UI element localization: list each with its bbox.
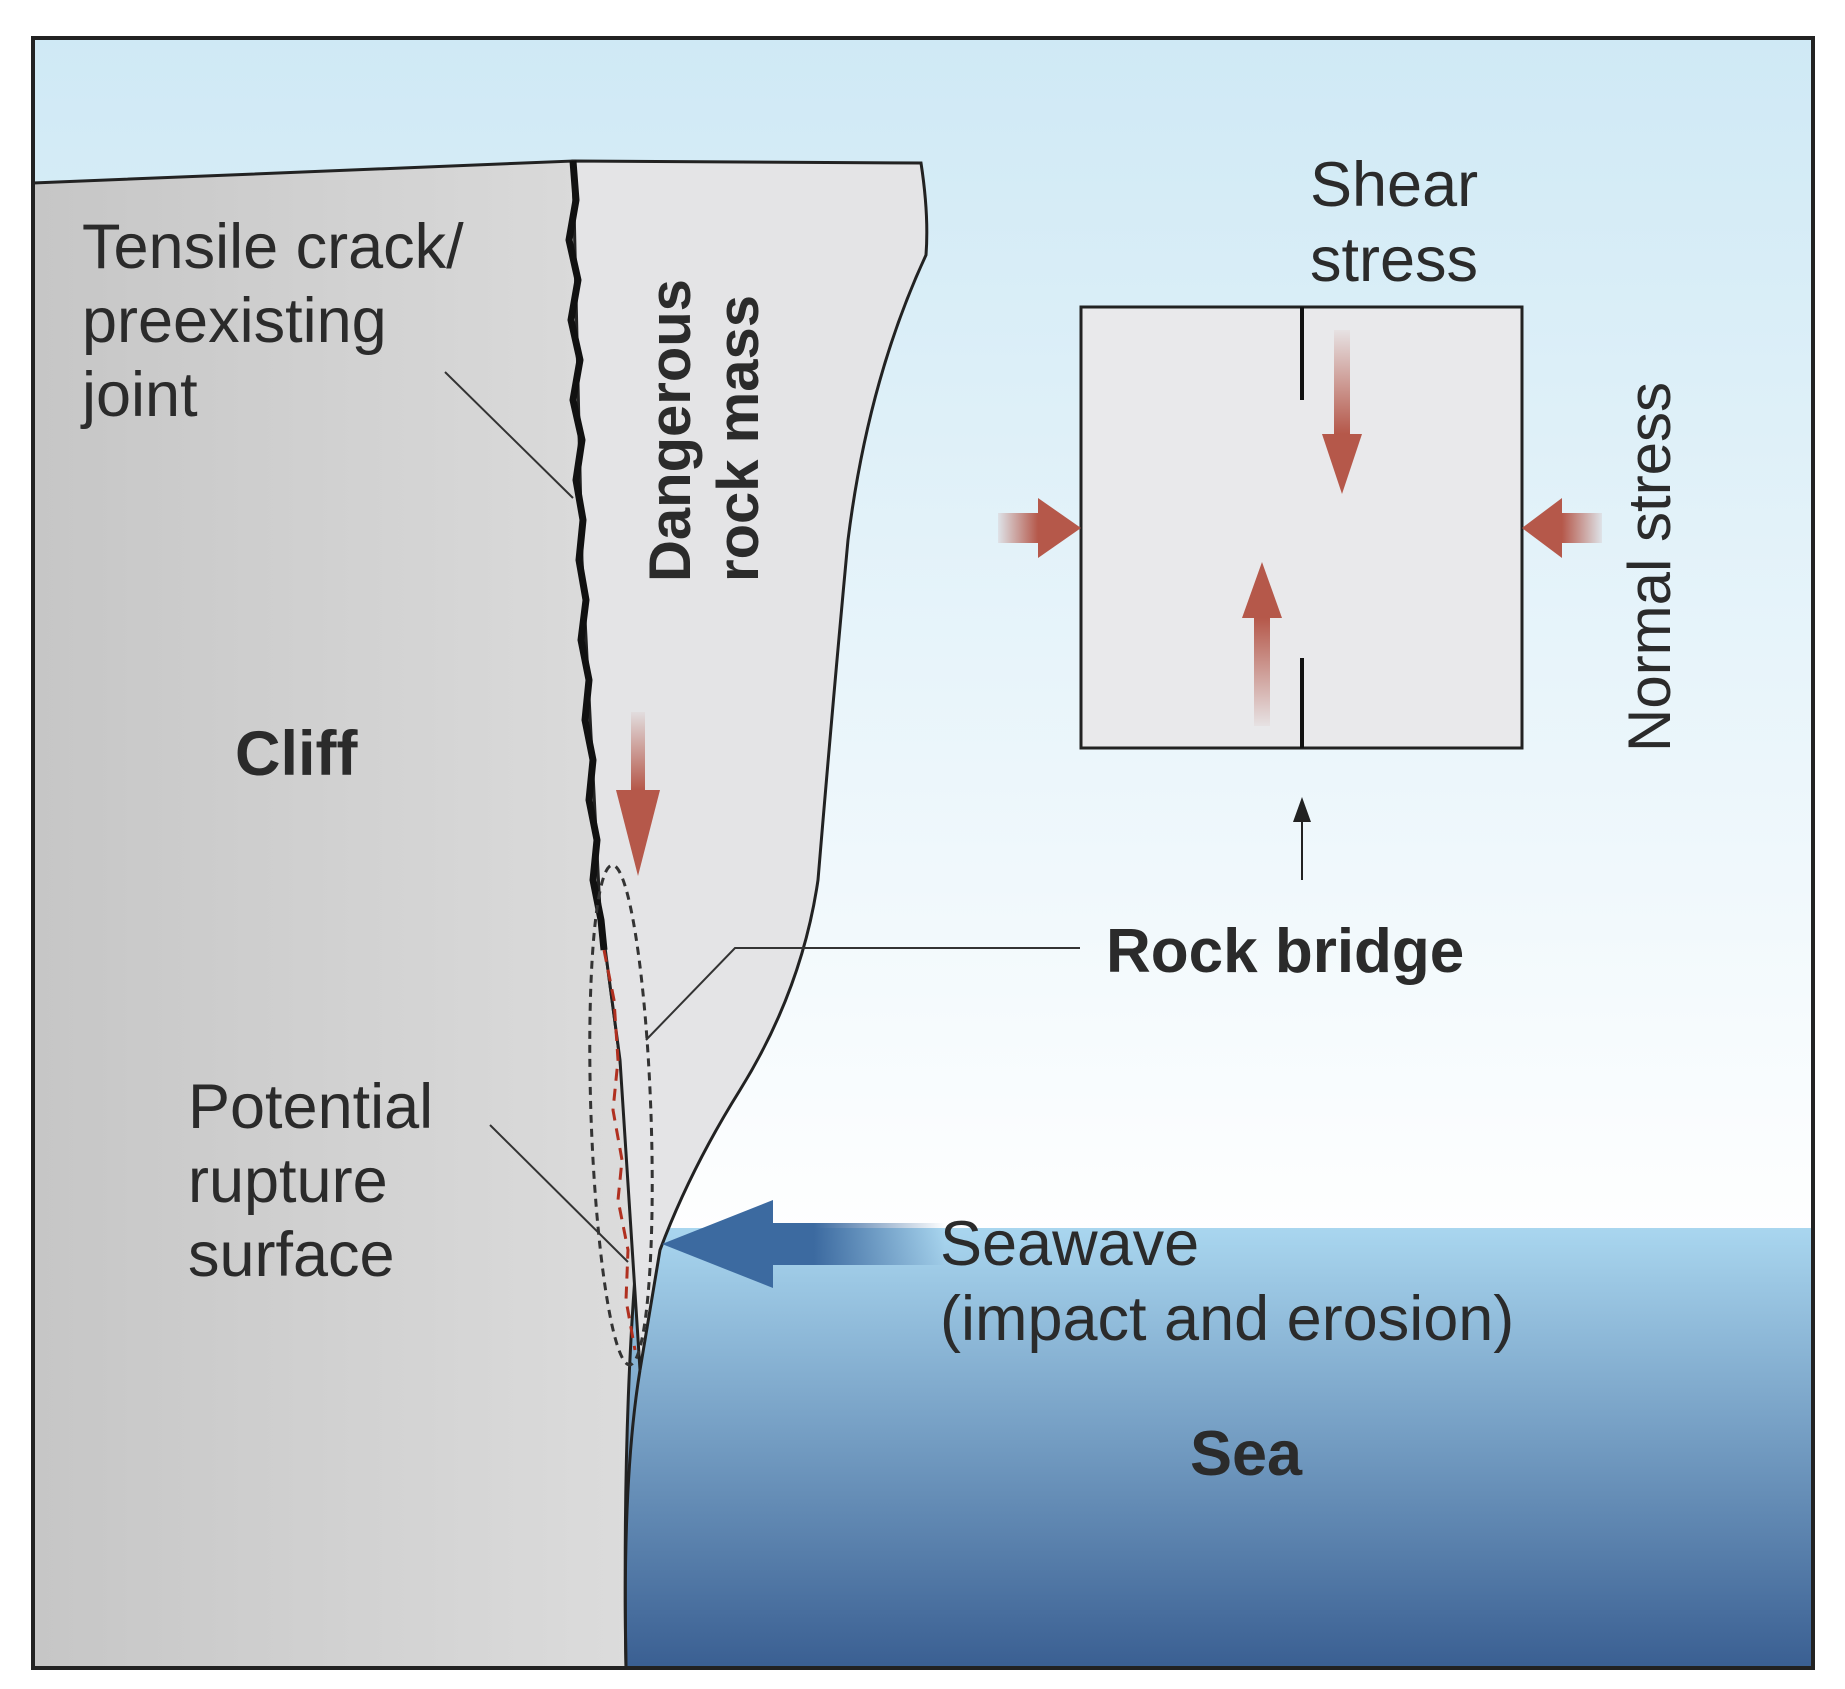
figure-frame — [31, 36, 1815, 1670]
rock-bridge-ellipse — [588, 863, 654, 1367]
cliff-label: Cliff — [235, 719, 358, 789]
normal-stress-label: Normal stress — [1616, 382, 1683, 752]
shear-stress-label: Shear stress — [1310, 150, 1496, 295]
leader-rock-bridge — [645, 947, 1080, 1041]
rock-bridge-label: Rock bridge — [1106, 917, 1464, 986]
dangerous-rock-mass-label: Dangerous rock mass — [638, 263, 771, 582]
seawave-arrow — [662, 1200, 945, 1288]
shear-arrow-up — [1242, 562, 1282, 726]
leader-tensile-crack — [444, 371, 574, 499]
normal-stress-arrow-right — [1522, 498, 1602, 558]
seawave-label: Seawave (impact and erosion) — [940, 1209, 1514, 1354]
potential-rupture-line — [602, 949, 637, 1351]
shear-arrow-down — [1322, 330, 1362, 494]
normal-stress-arrow-left — [998, 498, 1081, 558]
tensile-crack — [565, 160, 608, 951]
dangerous-rock-mass — [571, 159, 929, 1371]
cliff-face-outline — [623, 1369, 642, 1669]
rock-mass-downward-arrow — [616, 712, 660, 876]
tensile-crack-label: Tensile crack/ preexisting joint — [80, 212, 481, 430]
rock-bridge-pointer-arrow — [1293, 797, 1311, 880]
potential-rupture-surface-label: Potential rupture surface — [188, 1072, 451, 1290]
sea-label: Sea — [1190, 1419, 1303, 1489]
leader-rupture-surface — [489, 1124, 629, 1263]
sea-area — [624, 1228, 1813, 1668]
